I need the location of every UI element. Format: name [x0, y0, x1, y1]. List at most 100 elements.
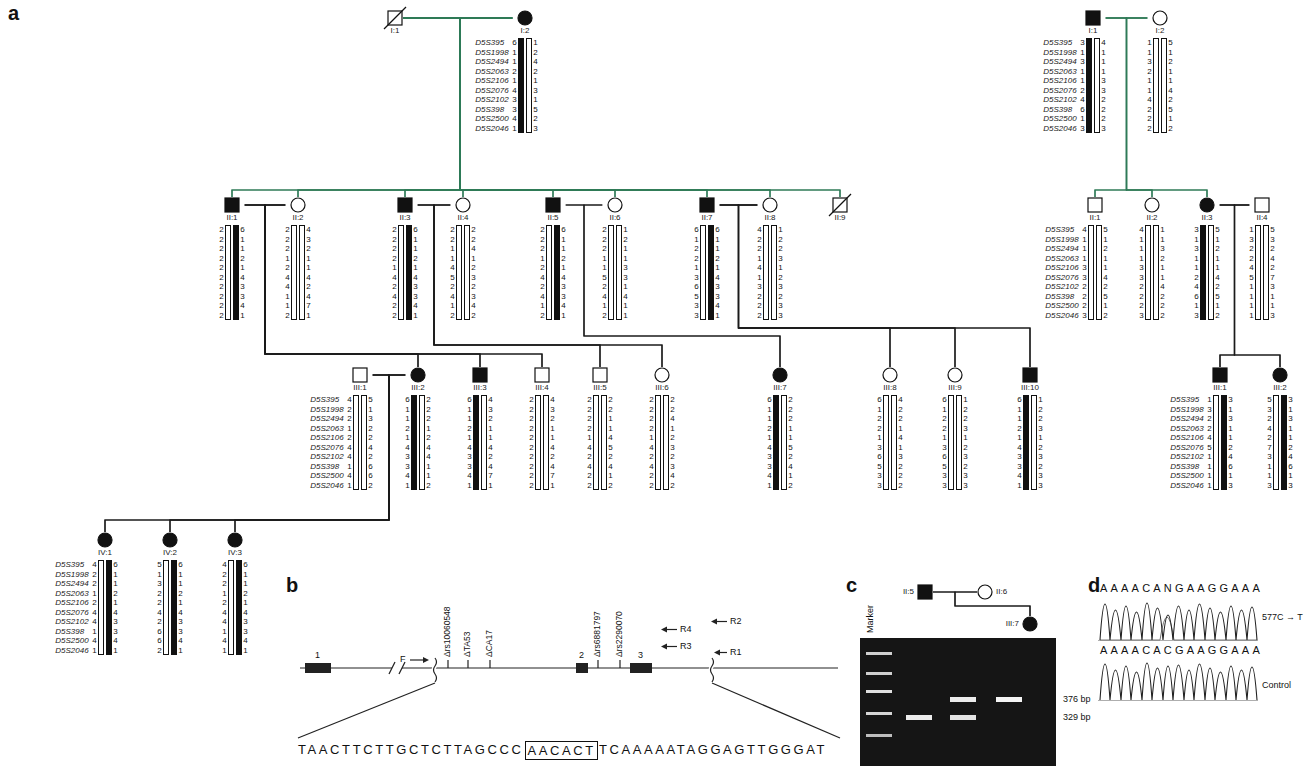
- marker-list: D5S395 D5S1998 D5S2494 D5S2063 D5S2106 D…: [1170, 395, 1203, 490]
- haplotype: 6 1 1 2 1 4 3 3 4 1 4 3 2 1 1 4 2 4 7 1: [467, 395, 492, 490]
- deceased-slash: [829, 194, 851, 216]
- allele-column: 6 1 1 2 1 4 3 3 4 1: [240, 225, 244, 320]
- pedigree-line: [434, 205, 600, 367]
- allele-column: 5 1 2 1 1 4 2 5 1 2: [1103, 225, 1107, 320]
- pedigree-individual: III:86 1 2 2 1 3 6 5 3 34 2 2 1 4 1 3 2 …: [877, 367, 902, 490]
- haplotype-bar: [543, 395, 549, 490]
- pedigree-line: [403, 18, 463, 197]
- haplotype-bar: [554, 225, 560, 320]
- female-symbol: [607, 197, 623, 213]
- pedigree-individual: II:14 1 1 1 3 3 2 2 2 35 1 2 1 1 4 2 5 1…: [1082, 197, 1107, 320]
- pedigree-individual: I:13 1 3 1 1 2 4 6 1 34 1 1 1 3 3 2 2 2 …: [1080, 10, 1105, 133]
- pedigree-line: [235, 375, 389, 532]
- haplotype: 1 3 2 2 4 5 1 1 1 15 3 2 4 2 7 3 1 1 3: [1249, 225, 1274, 320]
- haplotype-bar: [708, 225, 714, 320]
- square-outline: [473, 368, 487, 382]
- allele-column: 6 1 1 2 1 4 3 3 4 1: [405, 395, 409, 490]
- allele-column: 2 2 2 1 2 4 4 1 1 2: [285, 225, 289, 320]
- haplotype-bar: [1086, 38, 1092, 133]
- pedigree-line: [298, 18, 512, 197]
- symbol-row: [1152, 10, 1168, 26]
- individual-id: II:3: [1201, 213, 1212, 223]
- breakpoint-sequence: TAACTTCTTGCTCTTAGCCC: [298, 743, 524, 758]
- square-outline: [1088, 198, 1102, 212]
- pedigree-line: [235, 375, 405, 532]
- pedigree-individual: III:25 3 2 4 2 7 3 1 1 33 1 3 1 1 2 4 6 …: [1267, 367, 1292, 490]
- symbol-row: [1199, 197, 1215, 213]
- pedigree-individual: II:41 3 2 2 4 5 1 1 1 15 3 2 4 2 7 3 1 1…: [1249, 197, 1274, 320]
- pedigree-line: [403, 18, 615, 197]
- pedigree-line: [403, 18, 770, 197]
- primer-label: R4: [680, 624, 692, 634]
- pedigree-line: [739, 205, 891, 367]
- allele-column: 2 2 2 1 1 5 2 4 1 2: [788, 395, 792, 490]
- circle-outline: [1273, 368, 1287, 382]
- breakpoint-sequence: TCAAAAATAGGAGTTGGGAT: [599, 743, 827, 758]
- pedigree-line: [245, 205, 418, 367]
- pedigree-individual: III:11 3 2 2 4 5 1 1 1 13 1 3 1 1 2 4 6 …: [1207, 367, 1232, 490]
- haplotype-bar: [406, 225, 412, 320]
- allele-column: 6 1 1 2 1 4 3 3 4 1: [561, 225, 565, 320]
- break-mark: [389, 662, 395, 674]
- individual-id: II:1: [226, 213, 237, 223]
- female-symbol: [97, 532, 113, 548]
- breakpoint-gap: [711, 658, 714, 682]
- male-symbol: [224, 197, 240, 213]
- symbol-row: [517, 10, 533, 26]
- female-symbol: [1144, 197, 1160, 213]
- circle-outline: [773, 368, 787, 382]
- male-symbol: [1212, 367, 1228, 383]
- male-symbol: [699, 197, 715, 213]
- base-calls: AAAACANGAAGGAAA: [1100, 582, 1263, 595]
- haplotype-bar: [481, 395, 487, 490]
- haplotype: 6 1 2 2 1 3 6 5 3 36 1 1 2 1 4 3 3 4 1: [694, 225, 719, 320]
- pedigree-line: [403, 18, 553, 197]
- symbol-row: [545, 197, 561, 213]
- haplotype-bar: [771, 225, 777, 320]
- allele-column: 1 2 2 3 1 2 3 2 3 3: [963, 395, 967, 490]
- haplotype-bar: [1273, 395, 1279, 490]
- individual-id: II:6: [996, 587, 1007, 597]
- allele-column: 5 3 2 4 2 7 3 1 1 3: [1267, 395, 1271, 490]
- individual-id: IV:1: [98, 548, 112, 558]
- allele-column: 6 1 1 2 1 4 3 3 4 1: [767, 395, 771, 490]
- male-symbol: [1022, 367, 1038, 383]
- individual-id: III:10: [1021, 383, 1039, 393]
- pedigree-line: [265, 205, 542, 367]
- primer-label: F: [400, 654, 406, 664]
- pedigree-individual: III:96 1 2 2 1 3 6 5 3 31 2 2 3 1 2 3 2 …: [942, 367, 967, 490]
- pedigree-line: [739, 205, 956, 367]
- allele-column: 2 2 2 2 2 2 2 2 2 2: [529, 395, 533, 490]
- individual-id: II:2: [292, 213, 303, 223]
- individual-id: III:8: [883, 383, 896, 393]
- allele-column: 4 3 2 1 1 4 2 4 7 1: [488, 395, 492, 490]
- individual-id: II:1: [1089, 213, 1100, 223]
- symbol-row: [699, 197, 715, 213]
- haplotype-bar: [163, 560, 169, 655]
- haplotype-bar: [1213, 395, 1219, 490]
- primer-label: R1: [730, 647, 742, 657]
- allele-column: 2 2 2 1 1 5 2 4 1 2: [602, 225, 606, 320]
- haplotype: 6 1 1 2 1 4 3 3 4 12 2 2 1 2 4 4 1 1 2: [405, 395, 430, 490]
- pedigree-individual: III:62 2 2 2 1 4 2 4 2 22 2 4 1 2 3 2 3 …: [649, 367, 674, 490]
- circle-outline: [228, 533, 242, 547]
- allele-column: 5 1 2 1 1 4 2 5 1 2: [1168, 38, 1172, 133]
- haplotype-bar: [593, 395, 599, 490]
- pedigree-line: [105, 375, 405, 532]
- male-symbol: [534, 367, 550, 383]
- allele-column: 6 1 1 2 1 4 3 3 4 1: [467, 395, 471, 490]
- pedigree-line: [403, 18, 460, 197]
- female-symbol: [517, 10, 533, 26]
- allele-column: 1 2 4 2 1 3 1 5 2 3: [533, 38, 537, 133]
- allele-column: 1 3 2 2 4 5 1 1 1 1: [1207, 395, 1211, 490]
- pedigree-line: [403, 18, 707, 197]
- deletion-tick: [619, 660, 620, 668]
- individual-id: III:1: [1213, 383, 1226, 393]
- haplotype: 2 2 2 2 2 2 2 2 2 26 1 1 2 1 4 3 3 4 1: [219, 225, 244, 320]
- allele-column: 5 3 2 4 2 7 3 1 1 3: [1270, 225, 1274, 320]
- gel-band: [950, 715, 976, 720]
- haplotype-bar: [616, 225, 622, 320]
- haplotype-bar: [1096, 225, 1102, 320]
- pedigree-line: [434, 205, 662, 367]
- pedigree-individual: I:26 1 1 2 1 4 3 3 4 11 2 4 2 1 3 1 5 2 …: [512, 10, 537, 133]
